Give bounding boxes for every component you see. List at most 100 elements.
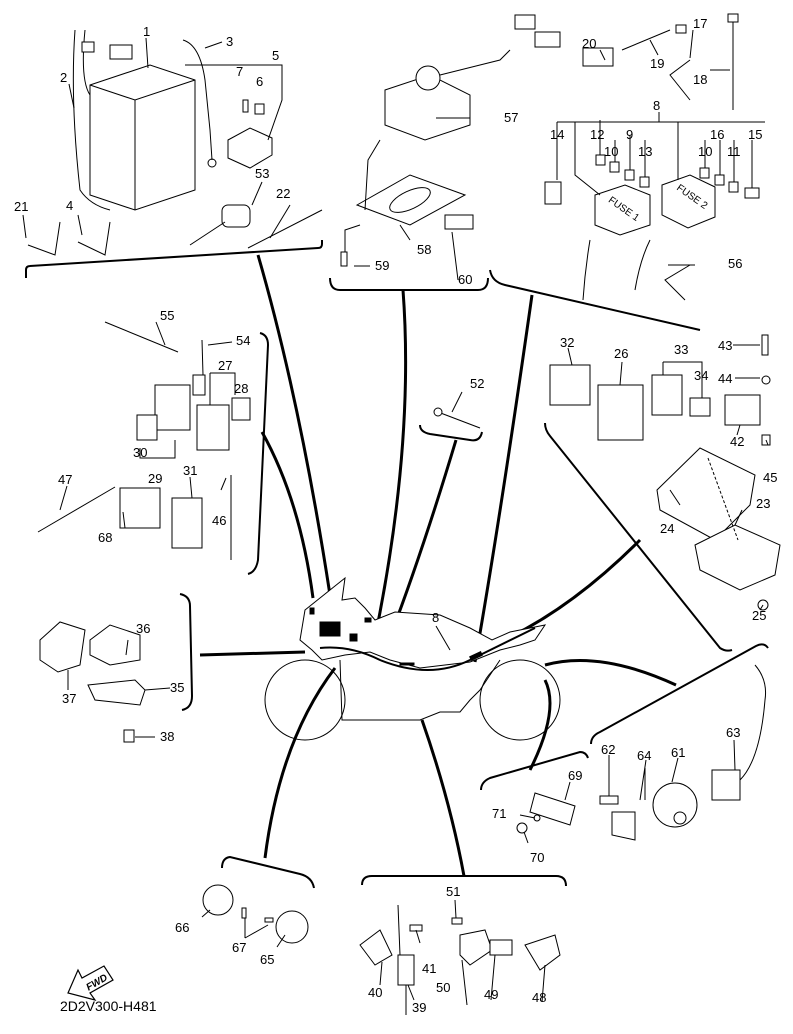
bracket-sensor-group bbox=[179, 593, 194, 711]
bolt-38 bbox=[123, 729, 135, 743]
sensor-36 bbox=[89, 624, 141, 666]
leader-battery bbox=[256, 254, 332, 596]
callout-71: 71 bbox=[492, 806, 506, 821]
fuse-11 bbox=[728, 181, 739, 193]
bracket-slot bbox=[389, 187, 431, 213]
callout-16: 16 bbox=[710, 127, 724, 142]
relay-20 bbox=[582, 47, 614, 67]
callout-7: 7 bbox=[236, 64, 243, 79]
callout-21: 21 bbox=[14, 199, 28, 214]
callout-19: 19 bbox=[650, 56, 664, 71]
callout-55: 55 bbox=[160, 308, 174, 323]
bracket-tps-group bbox=[590, 643, 769, 745]
relay-29 bbox=[154, 384, 191, 431]
band-56 bbox=[664, 264, 691, 301]
horn-66 bbox=[202, 884, 234, 916]
callout-1: 1 bbox=[143, 24, 150, 39]
bracket-ecu-group bbox=[544, 422, 733, 652]
callout-67: 67 bbox=[232, 940, 246, 955]
callout-13: 13 bbox=[638, 144, 652, 159]
bracket-reflector-group bbox=[480, 750, 589, 791]
bracket-battery-group bbox=[25, 240, 323, 278]
callout-9: 9 bbox=[626, 127, 633, 142]
leader-relay bbox=[260, 431, 315, 599]
battery-lead-eye bbox=[207, 158, 217, 168]
callout-57: 57 bbox=[504, 110, 518, 125]
connector-63 bbox=[711, 769, 741, 801]
relay-26 bbox=[597, 384, 644, 441]
part-sketches: FUSE 1 FUSE 2 bbox=[27, 13, 781, 1015]
washer-44 bbox=[761, 375, 771, 385]
fwd-arrow-icon bbox=[67, 965, 114, 1001]
callout-47: 47 bbox=[58, 472, 72, 487]
callout-4: 4 bbox=[66, 198, 73, 213]
reflector-69 bbox=[529, 792, 576, 826]
callout-34: 34 bbox=[694, 368, 708, 383]
bracket-fuse-group bbox=[489, 269, 701, 331]
screw-51 bbox=[451, 917, 463, 925]
callout-27: 27 bbox=[218, 358, 232, 373]
callout-24: 24 bbox=[660, 521, 674, 536]
battery-marker bbox=[319, 621, 341, 637]
callout-66: 66 bbox=[175, 920, 189, 935]
band-19-head bbox=[675, 24, 687, 34]
socket-53 bbox=[221, 204, 251, 228]
relay-33 bbox=[651, 374, 683, 416]
battery-lead-wire bbox=[182, 39, 213, 161]
callout-64: 64 bbox=[637, 748, 651, 763]
callout-23: 23 bbox=[756, 496, 770, 511]
starter-relay bbox=[227, 127, 273, 169]
bolt-7 bbox=[242, 99, 249, 113]
bolt-67a bbox=[241, 907, 247, 919]
connector-15 bbox=[744, 187, 760, 199]
lead-64-bracket bbox=[611, 811, 636, 841]
band-marker bbox=[399, 662, 415, 666]
callout-33: 33 bbox=[674, 342, 688, 357]
callout-leaders bbox=[22, 29, 769, 1006]
tps-wires bbox=[739, 664, 766, 781]
relay-31 bbox=[171, 497, 203, 549]
callout-70: 70 bbox=[530, 850, 544, 865]
callout-53: 53 bbox=[255, 166, 269, 181]
fuse-13 bbox=[639, 176, 650, 188]
callout-2: 2 bbox=[60, 70, 67, 85]
fuse-16 bbox=[714, 174, 725, 186]
callout-49: 49 bbox=[484, 987, 498, 1002]
relay-marker bbox=[349, 633, 358, 642]
callout-17: 17 bbox=[693, 16, 707, 31]
buzzer-connector-a bbox=[514, 14, 536, 30]
callout-10b: 10 bbox=[698, 144, 712, 159]
battery-hose bbox=[72, 29, 111, 211]
buzzer-marker bbox=[309, 607, 315, 615]
horn-65 bbox=[275, 910, 309, 944]
bracket-40 bbox=[359, 929, 393, 966]
bands-21-4 bbox=[27, 221, 111, 256]
buzzer-dial bbox=[415, 65, 441, 91]
sensor-marker bbox=[364, 617, 372, 623]
callout-63: 63 bbox=[726, 725, 740, 740]
callout-58: 58 bbox=[417, 242, 431, 257]
band-19 bbox=[621, 29, 671, 51]
fuse-6 bbox=[254, 103, 265, 115]
callout-3: 3 bbox=[226, 34, 233, 49]
cover-34 bbox=[689, 397, 711, 417]
switch-39 bbox=[397, 954, 415, 986]
bracket-58 bbox=[355, 174, 467, 226]
callout-38: 38 bbox=[160, 729, 174, 744]
bike-lower-frame bbox=[339, 659, 501, 721]
callout-56: 56 bbox=[728, 256, 742, 271]
leader-horn bbox=[263, 667, 337, 859]
leader-sensor bbox=[199, 650, 306, 657]
callout-60: 60 bbox=[458, 272, 472, 287]
connector-14 bbox=[544, 181, 562, 205]
callout-30: 30 bbox=[133, 445, 147, 460]
damper-60 bbox=[444, 214, 474, 230]
callout-20: 20 bbox=[582, 36, 596, 51]
callout-labels: 1 2 3 4 5 6 7 8 9 10 10 11 12 13 14 15 1… bbox=[14, 16, 777, 1015]
ecu-marker bbox=[469, 650, 483, 662]
front-wheel bbox=[264, 659, 346, 741]
fuse-leaders bbox=[599, 120, 753, 188]
fwd-indicator: FWD bbox=[67, 965, 114, 1001]
battery-connector bbox=[81, 41, 95, 53]
